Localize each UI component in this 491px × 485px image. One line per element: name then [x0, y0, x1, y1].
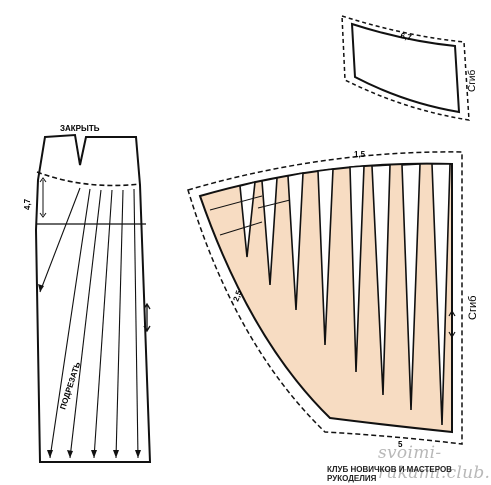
original-skirt-piece	[34, 133, 152, 463]
main-grain-arrow	[448, 309, 456, 339]
yoke-piece	[341, 14, 470, 121]
flared-skirt-piece	[187, 151, 463, 445]
grain-arrow	[143, 302, 151, 333]
yoke-width-label: 6,7	[400, 31, 413, 42]
height-dimension	[39, 177, 47, 218]
yoke-fold-label: Сгиб	[466, 70, 478, 92]
cut-lines	[39, 187, 139, 459]
watermark-site: svoimi-rukami.club.ru	[378, 443, 491, 483]
watermark-caption: КЛУБ НОВИЧКОВ И МАСТЕРОВ РУКОДЕЛИЯ	[327, 465, 452, 483]
wedge-slits	[239, 163, 451, 426]
guide-lines	[209, 195, 291, 236]
flared-allowance	[187, 151, 463, 445]
yoke-line	[36, 171, 141, 187]
hem-ext-label: 5	[398, 440, 403, 449]
close-label: ЗАКРЫТЬ	[60, 124, 100, 133]
side-ext-label: 2,5	[231, 289, 243, 303]
side-height-label: 4,7	[23, 198, 32, 210]
yoke-outline	[350, 22, 461, 114]
cut-arrowheads	[38, 284, 141, 458]
waist-ext-label: 1,5	[354, 150, 366, 159]
main-fold-label: Сгиб	[467, 296, 479, 320]
yoke-seam-allowance	[341, 14, 470, 121]
dart-lines	[74, 134, 87, 166]
